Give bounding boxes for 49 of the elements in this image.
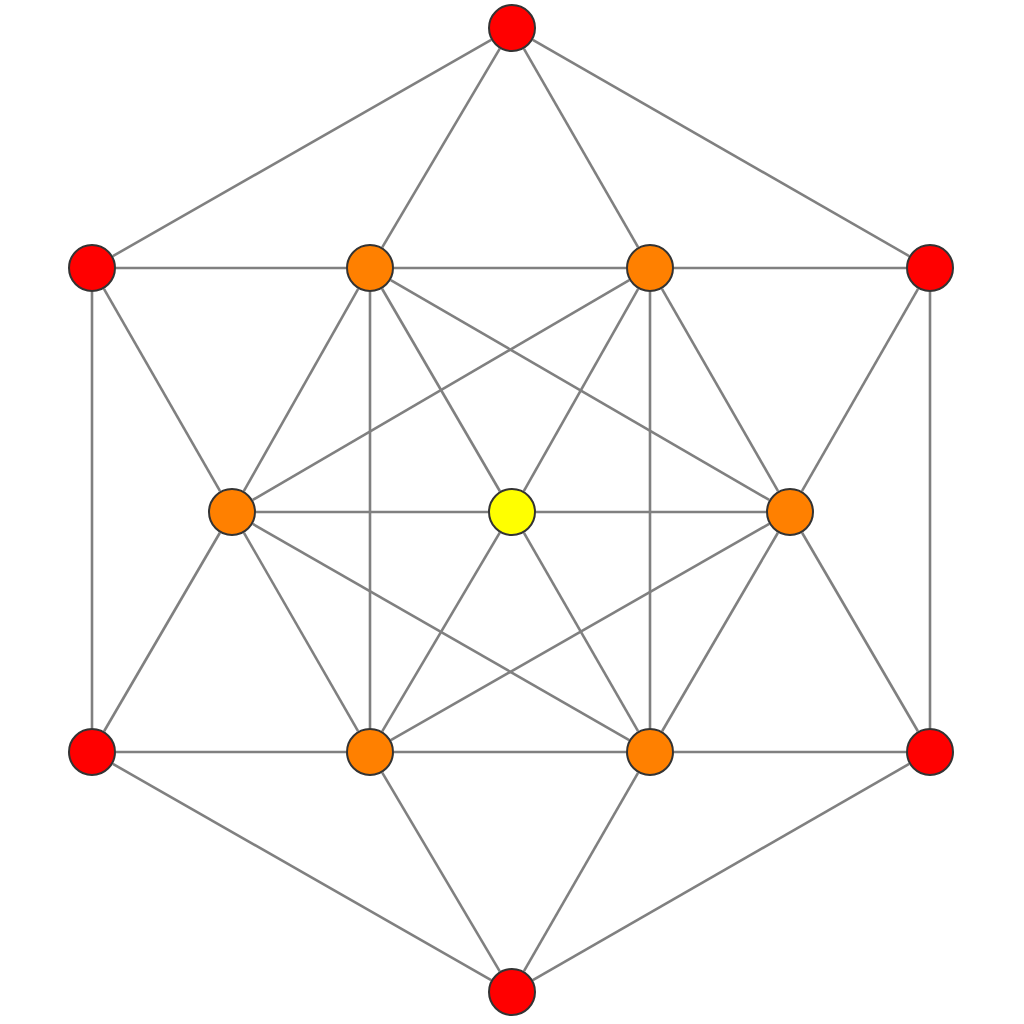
vertex-circle <box>626 244 674 292</box>
edge-line <box>252 522 630 742</box>
vertex-circle <box>766 488 814 536</box>
edge-line <box>116 266 346 270</box>
edge-line <box>112 38 492 258</box>
vertex-circle <box>68 728 116 776</box>
edge-line <box>381 772 501 972</box>
edge-line <box>674 750 906 754</box>
edge-line <box>256 510 488 514</box>
edge-line <box>242 532 360 732</box>
edge-line <box>522 48 640 248</box>
edge-line <box>522 772 640 972</box>
edge-line <box>800 532 920 732</box>
edge-line <box>242 288 360 492</box>
vertex-circle <box>346 728 394 776</box>
edge-line <box>116 750 346 754</box>
edge-line <box>380 288 502 492</box>
edge-line <box>674 266 906 270</box>
edge-line <box>394 266 626 270</box>
edge-line <box>800 288 920 492</box>
vertex-circle <box>208 488 256 536</box>
edge-line <box>522 532 640 732</box>
edge-line <box>648 292 652 728</box>
vertex-circle <box>906 244 954 292</box>
vertex-circle <box>488 4 536 52</box>
vertex-circle <box>626 728 674 776</box>
edge-line <box>394 750 626 754</box>
vertex-circle <box>68 244 116 292</box>
edge-line <box>390 522 770 742</box>
vertex-circle <box>488 488 536 536</box>
edge-line <box>90 292 94 728</box>
edge-line <box>390 278 770 502</box>
edge-line <box>532 762 910 982</box>
edge-line <box>660 288 780 492</box>
edge-line <box>928 292 932 728</box>
edge-line <box>381 48 501 248</box>
vertex-circle <box>906 728 954 776</box>
edge-line <box>660 532 780 732</box>
vertex-circle <box>346 244 394 292</box>
edge-line <box>532 38 910 258</box>
vertex-circle <box>488 968 536 1016</box>
edge-line <box>102 288 222 492</box>
edge-line <box>252 278 630 502</box>
edge-line <box>536 510 766 514</box>
edge-line <box>381 532 501 732</box>
edge-line <box>368 292 372 728</box>
edge-line <box>112 762 492 982</box>
edge-line <box>522 288 640 492</box>
edge-line <box>102 532 222 732</box>
